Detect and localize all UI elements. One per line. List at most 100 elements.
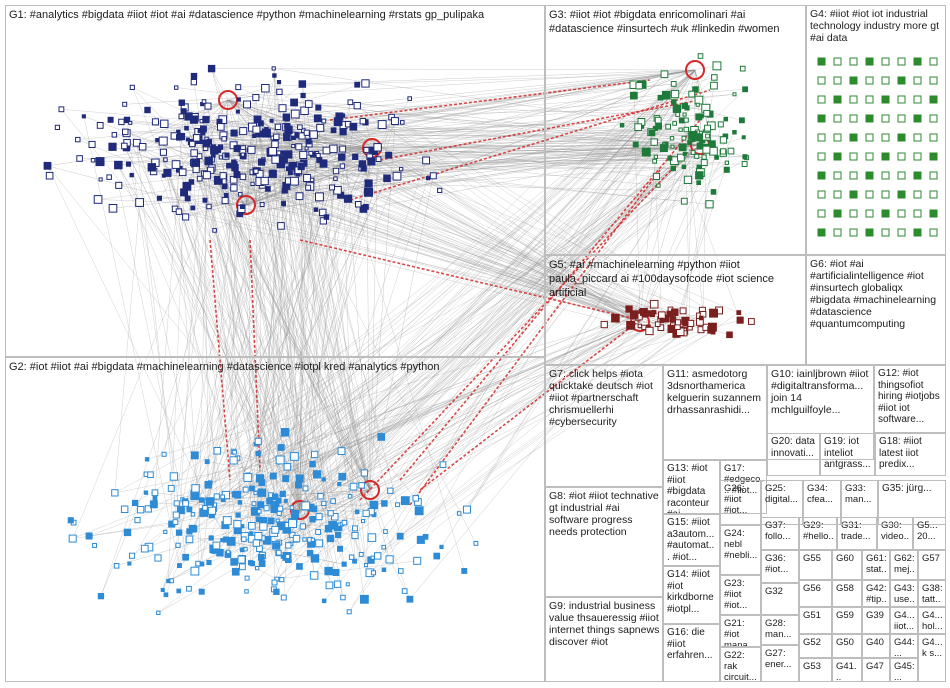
group-cell-g1: G1: #analytics #bigdata #iiot #iot #ai #… <box>5 5 545 357</box>
group-cell-g46: G4... iiot... <box>890 607 918 634</box>
group-label-g42: G42: #tip... <box>866 583 887 607</box>
group-cell-g4: G4: #iiot #iot iot industrial technology… <box>806 5 946 255</box>
group-label-g38: G38: tatt... <box>922 583 943 607</box>
group-cell-g36: G36: #iot... <box>761 550 799 583</box>
group-label-g57: G57 <box>922 553 943 564</box>
group-cell-g11: G11: asmedotorg 3dsnorthamerica kelgueri… <box>663 365 767 460</box>
group-label-g11: G11: asmedotorg 3dsnorthamerica kelgueri… <box>667 368 764 416</box>
group-label-g60: G60 <box>836 553 859 564</box>
group-cell-g28: G28: man... <box>761 615 799 645</box>
group-label-g18: G18: #iiot latest iiot predix... <box>879 436 943 471</box>
group-cell-g27: G27: ener... <box>761 645 799 682</box>
group-label-g27: G27: ener... <box>765 648 796 670</box>
group-label-g9: G9: industrial business value thsaueress… <box>549 600 660 648</box>
group-label-g35: G35: jürg... <box>882 483 943 495</box>
group-label-g8: G8: #iot #iiot technative gt industrial … <box>549 490 660 538</box>
group-cell-g14: G14: #iiot #iot kirkdborne #iotpl... <box>663 566 720 624</box>
group-label-g25: G25: digital... <box>765 483 800 505</box>
group-cell-g58: G58 <box>832 580 862 607</box>
group-cell-g60: G60 <box>832 550 862 580</box>
group-cell-g33: G33: man... <box>841 480 878 525</box>
group-label-g61: G61: stat... <box>866 553 887 580</box>
group-label-g16: G16: die #iiot erfahren... <box>667 627 717 662</box>
group-label-g3: G3: #iiot #iot #bigdata enricomolinari #… <box>549 8 803 36</box>
group-label-g53: G53 <box>803 661 829 672</box>
group-label-g45: G45:... <box>894 661 915 682</box>
group-cell-g40: G40 <box>862 634 890 658</box>
group-cell-g56: G56 <box>799 580 832 607</box>
group-label-g50: G50 <box>836 637 859 648</box>
group-cell-g47: G47 <box>862 658 890 682</box>
group-label-g36: G36: #iot... <box>765 553 796 575</box>
group-label-g40: G40 <box>866 637 887 648</box>
group-label-g39: G39 <box>866 610 887 621</box>
group-label-g41: G41... <box>836 661 859 682</box>
group-label-g14: G14: #iiot #iot kirkdborne #iotpl... <box>667 569 717 615</box>
group-cell-g8: G8: #iot #iiot technative gt industrial … <box>545 487 663 597</box>
group-label-g13: G13: #iot #iiot #bigdata raconteur #ai..… <box>667 463 717 514</box>
group-label-g62: G62: mej... <box>894 553 915 580</box>
group-cell-g42: G42: #tip... <box>862 580 890 607</box>
group-cell-g26: G26: #iiot #iot... <box>720 480 761 525</box>
group-label-g19: G19: iot inteliot antgrass... <box>824 436 872 471</box>
group-label-g10: G10: iainljbrown #iiot #digitaltransform… <box>771 368 871 416</box>
group-label-g46: G4... iiot... <box>894 610 915 632</box>
group-cell-g39: G39 <box>862 607 890 634</box>
group-label-g32: G32 <box>765 586 796 597</box>
group-cell-g57: G57 <box>918 550 946 580</box>
group-cell-g34: G34: cfea... <box>803 480 841 525</box>
group-cell-g18: G18: #iiot latest iiot predix... <box>875 433 946 476</box>
group-cell-g48: G4... hol... <box>918 607 946 634</box>
group-cell-g54: G5... 20... <box>913 517 946 550</box>
group-label-g20: G20: data innovati... <box>771 436 817 459</box>
group-cell-g7: G7: click helps #iota quicktake deutsch … <box>545 365 663 487</box>
group-cell-g55: G55 <box>799 550 832 580</box>
group-label-g48: G4... hol... <box>922 610 943 632</box>
group-cell-g32: G32 <box>761 583 799 615</box>
group-label-g21: G21: #iot mana... <box>724 618 758 647</box>
group-label-g59: G59 <box>836 610 859 621</box>
group-cell-g62: G62: mej... <box>890 550 918 580</box>
group-cell-g52: G52 <box>799 634 832 658</box>
group-label-g4: G4: #iiot #iot iot industrial technology… <box>810 8 943 44</box>
group-cell-g22: G22: rak circuit... <box>720 647 761 682</box>
group-label-g52: G52 <box>803 637 829 648</box>
group-cell-g45: G45:... <box>890 658 918 682</box>
group-label-g15: G15: #iiot a3autom... #automat... #iot..… <box>667 517 717 563</box>
group-label-g24: G24: nebl #nebli... <box>724 528 758 561</box>
group-cell-g38: G38: tatt... <box>918 580 946 607</box>
group-label-g1: G1: #analytics #bigdata #iiot #iot #ai #… <box>9 8 542 22</box>
group-cell-g9: G9: industrial business value thsaueress… <box>545 597 663 682</box>
group-cell-g50: G50 <box>832 634 862 658</box>
group-cell-g51: G51 <box>799 607 832 634</box>
group-label-g23: G23: #iiot #iot... <box>724 578 758 611</box>
group-cell-g16: G16: die #iiot erfahren... <box>663 624 720 682</box>
group-cell-g15: G15: #iiot a3autom... #automat... #iot..… <box>663 514 720 566</box>
group-cell-g44: G44:... <box>890 634 918 658</box>
group-cell-g23: G23: #iiot #iot... <box>720 575 761 615</box>
group-label-g22: G22: rak circuit... <box>724 650 758 682</box>
group-label-g44: G44:... <box>894 637 915 658</box>
group-cell-g41: G41... <box>832 658 862 682</box>
group-label-g49: G4... k s... <box>922 637 943 659</box>
group-cell-g61: G61: stat... <box>862 550 890 580</box>
group-label-g2: G2: #iot #iiot #ai #bigdata #machinelear… <box>9 360 542 374</box>
group-cell-g49: G4... k s... <box>918 634 946 682</box>
group-cell-g2: G2: #iot #iiot #ai #bigdata #machinelear… <box>5 357 545 682</box>
group-label-g33: G33: man... <box>845 483 875 505</box>
group-label-g54: G5... 20... <box>917 520 943 542</box>
group-cell-g6: G6: #iot #ai #artificialintelligence #io… <box>806 255 946 365</box>
group-label-g28: G28: man... <box>765 618 796 640</box>
group-label-g6: G6: #iot #ai #artificialintelligence #io… <box>810 258 943 330</box>
group-cell-g43: G43: use... <box>890 580 918 607</box>
group-cell-g21: G21: #iot mana... <box>720 615 761 647</box>
group-label-g7: G7: click helps #iota quicktake deutsch … <box>549 368 660 428</box>
group-cell-g12: G12: #iot thingsofiot hiring #iotjobs #i… <box>874 365 946 433</box>
group-label-g58: G58 <box>836 583 859 594</box>
group-label-g43: G43: use... <box>894 583 915 607</box>
group-cell-g13: G13: #iot #iiot #bigdata raconteur #ai..… <box>663 460 720 514</box>
group-label-g47: G47 <box>866 661 887 672</box>
group-label-g5: G5: #ai #machinelearning #python #iiot p… <box>549 258 803 300</box>
group-label-g56: G56 <box>803 583 829 594</box>
group-label-g51: G51 <box>803 610 829 621</box>
